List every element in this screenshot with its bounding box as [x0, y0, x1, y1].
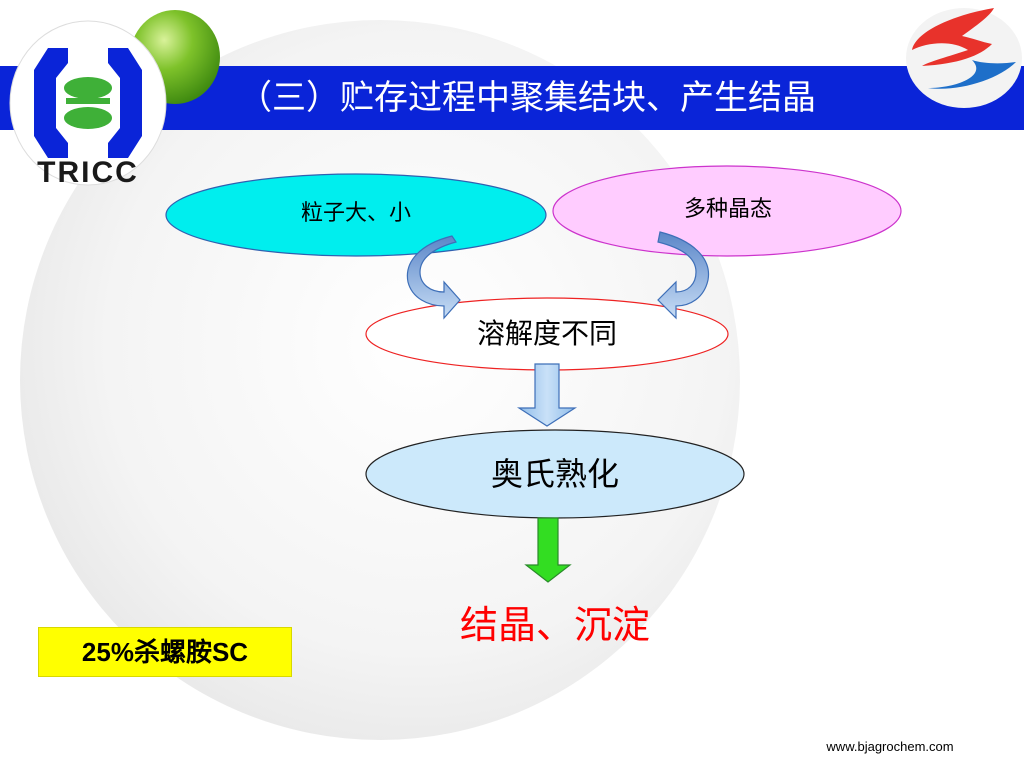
- result-label: 结晶、沉淀: [459, 603, 650, 647]
- product-label-box: 25%杀螺胺SC: [38, 627, 292, 677]
- curved-arrow-left: [406, 235, 461, 320]
- down-arrow-solubility-to-ostwald: [516, 363, 578, 427]
- node-label-crystal-forms: 多种晶态: [683, 197, 772, 222]
- slide-title: （三）贮存过程中聚集结块、产生结晶: [238, 78, 816, 118]
- node-label-solubility: 溶解度不同: [476, 317, 617, 350]
- tricc-logo-icon: [34, 48, 142, 158]
- website-footer: www.bjagrochem.com: [826, 739, 954, 754]
- node-label-particle-size: 粒子大、小: [300, 201, 411, 226]
- down-arrow-ostwald-to-result: [524, 517, 572, 583]
- node-label-ostwald: 奥氏熟化: [490, 455, 619, 493]
- curved-arrow-right: [657, 231, 710, 320]
- node-crystal-forms: [552, 165, 902, 257]
- tricc-logo: TRICC: [9, 20, 167, 188]
- tricc-logo-text: TRICC: [37, 156, 139, 188]
- node-particle-size: [165, 173, 547, 257]
- brand-swoosh-logo: [906, 8, 1022, 108]
